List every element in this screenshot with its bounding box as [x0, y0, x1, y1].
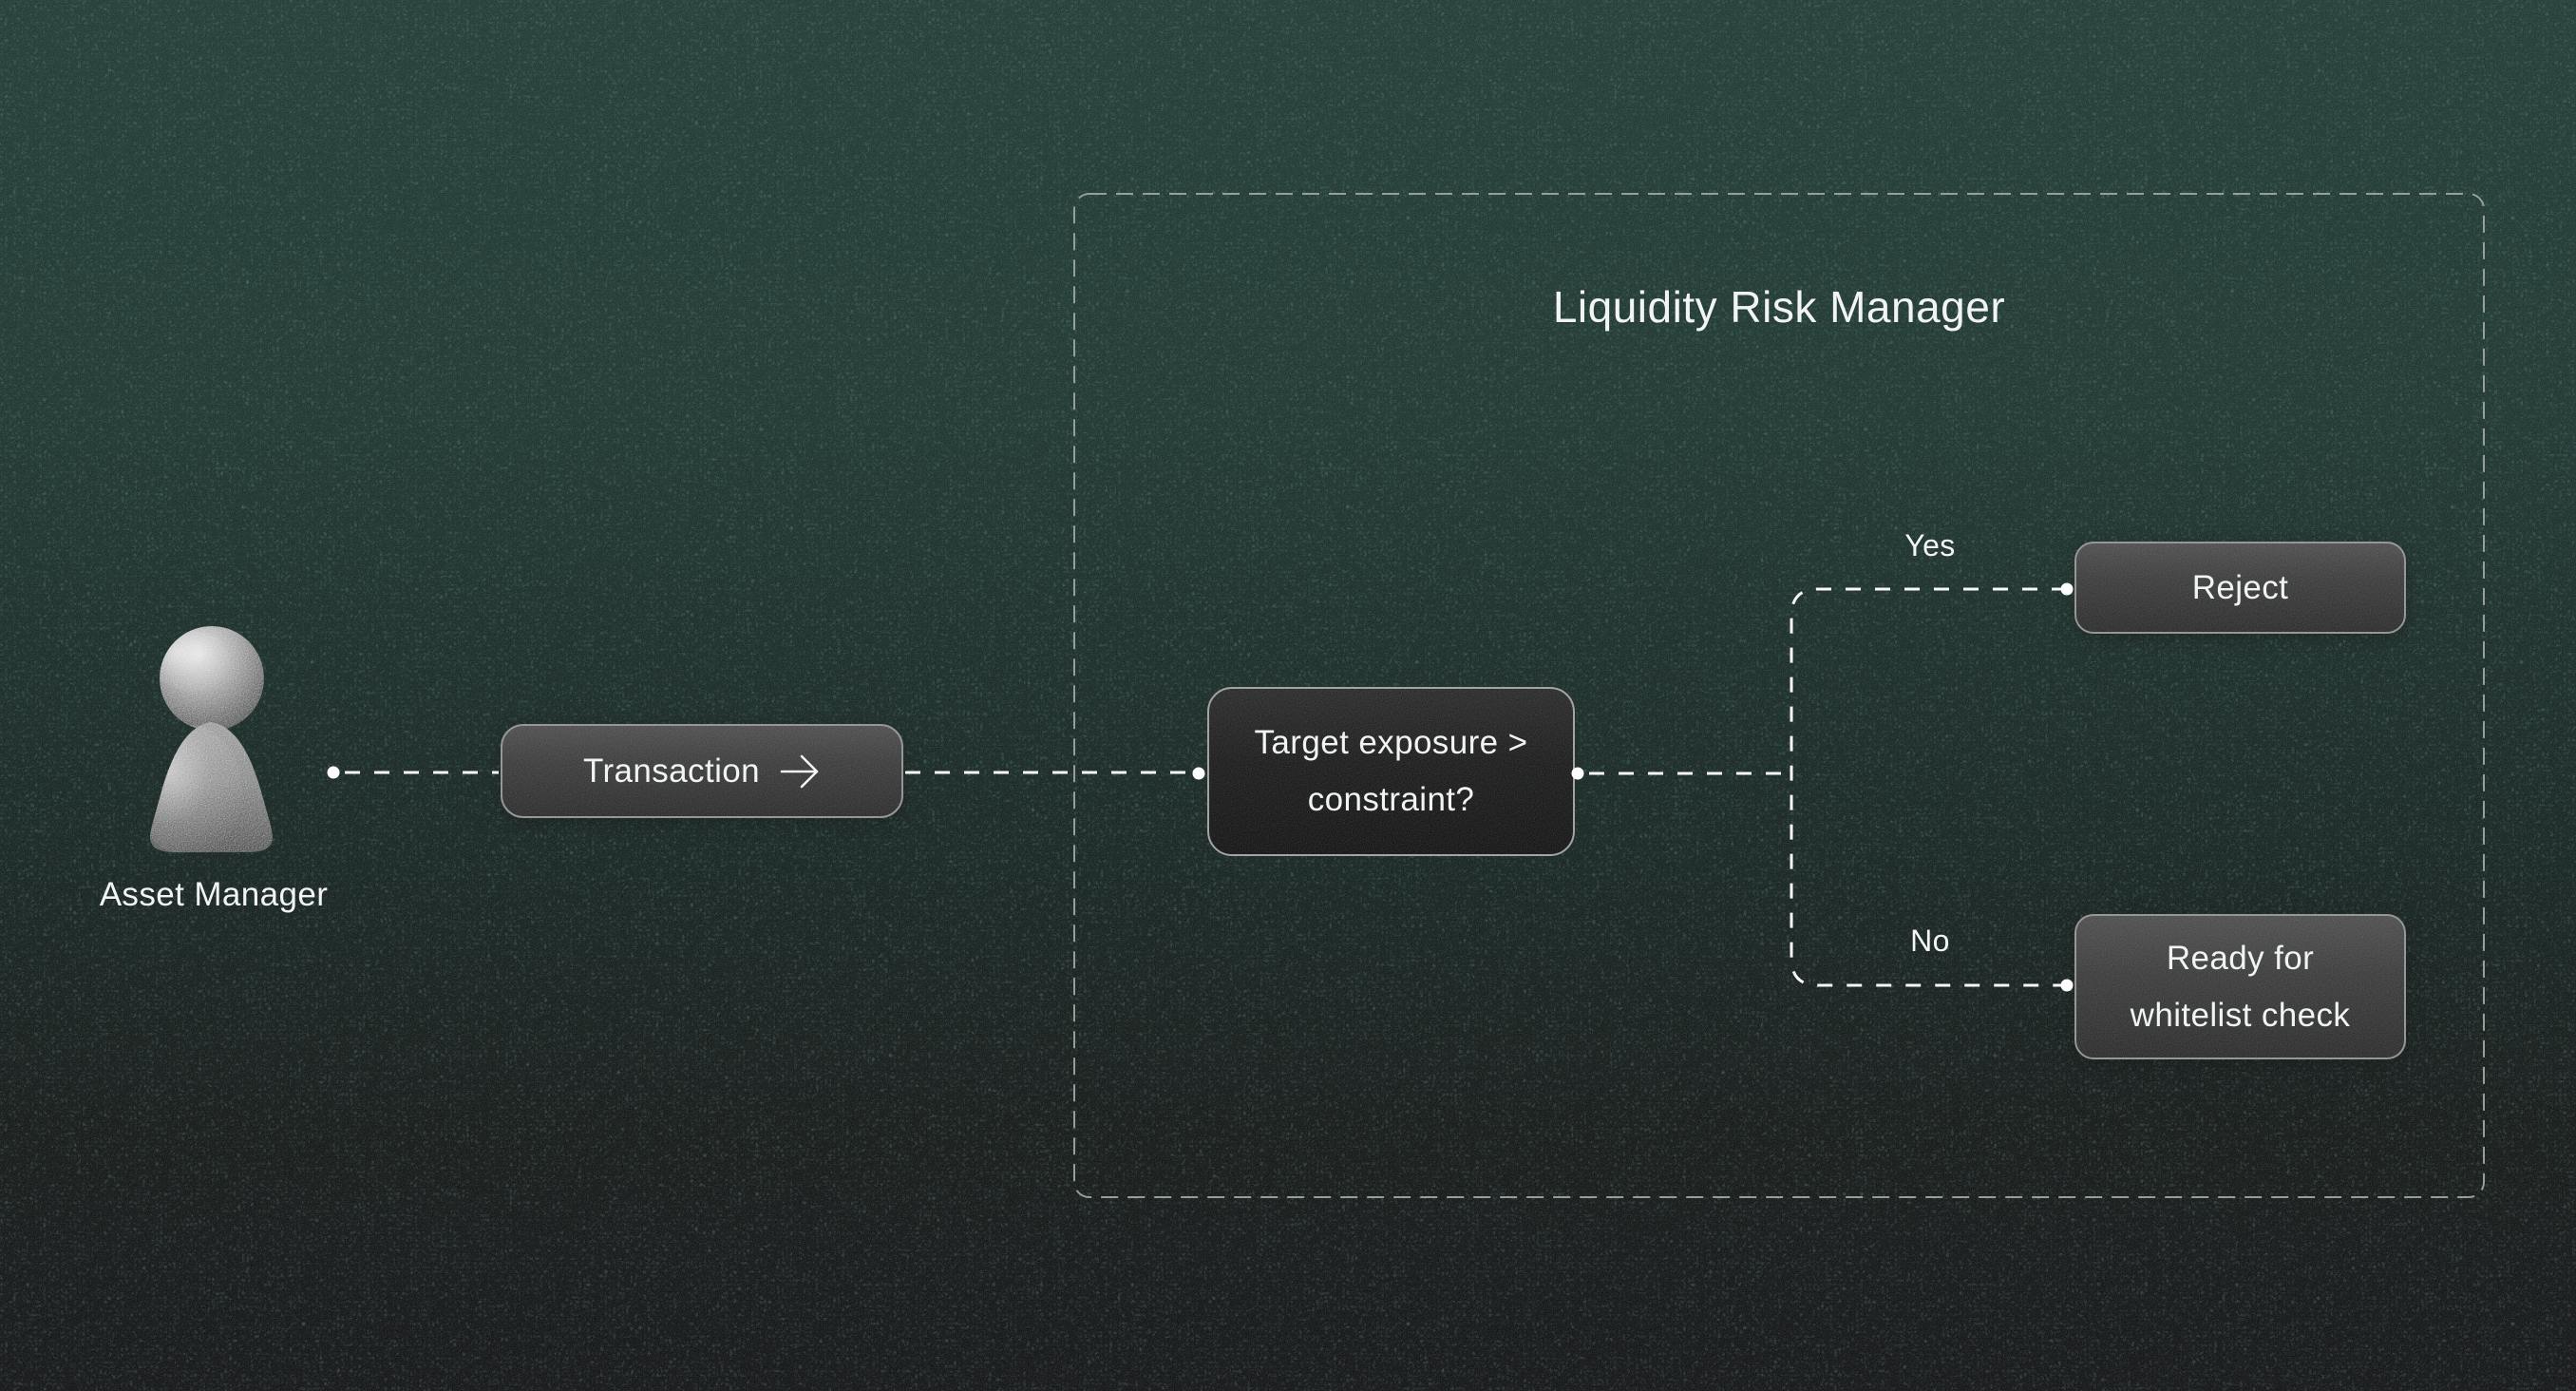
- arrow-right-icon: [780, 754, 819, 788]
- decision-node: Target exposure > constraint?: [1207, 687, 1575, 856]
- connector-dot: [1192, 767, 1205, 780]
- reject-label: Reject: [2191, 568, 2289, 606]
- ready-label-line2: whitelist check: [2130, 996, 2351, 1034]
- connector-dot: [327, 766, 340, 779]
- transaction-label: Transaction: [583, 752, 760, 790]
- connector-dot: [2060, 582, 2074, 596]
- pawn-icon: [150, 626, 273, 852]
- ready-node: Ready for whitelist check: [2074, 914, 2406, 1059]
- transaction-node: Transaction: [501, 724, 903, 818]
- group-title: Liquidity Risk Manager: [1552, 282, 2006, 332]
- ready-label-line1: Ready for: [2166, 939, 2315, 977]
- actor-label: Asset Manager: [99, 876, 329, 913]
- reject-node: Reject: [2074, 542, 2406, 634]
- edge-label-yes: Yes: [1904, 528, 1956, 562]
- edge-label-no: No: [1910, 924, 1950, 958]
- decision-label-line2: constraint?: [1307, 781, 1475, 818]
- decision-label-line1: Target exposure >: [1254, 724, 1528, 761]
- connector-dot: [2060, 979, 2074, 992]
